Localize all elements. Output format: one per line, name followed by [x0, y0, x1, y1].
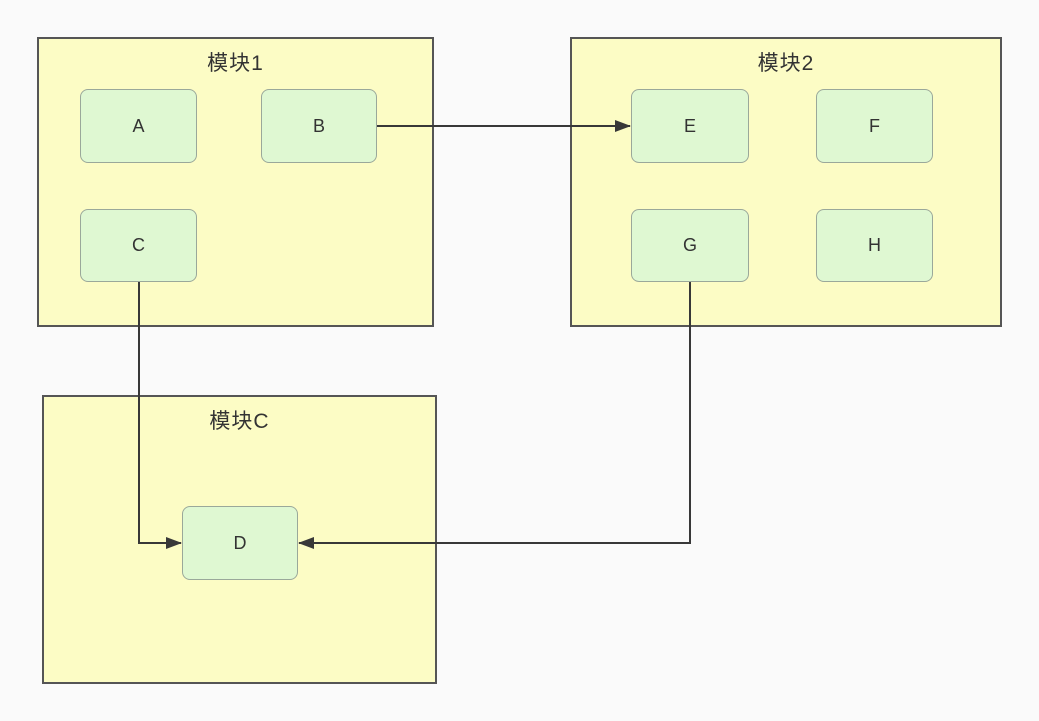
module-c-title: 模块C	[209, 410, 270, 433]
node-d-label: D	[233, 532, 247, 553]
node-h: H	[816, 209, 933, 282]
node-e: E	[631, 89, 749, 163]
module-2-title: 模块2	[757, 52, 815, 75]
node-d: D	[182, 506, 298, 580]
node-b-label: B	[312, 115, 325, 136]
module-1-container: 模块1	[37, 37, 434, 327]
node-c-label: C	[132, 235, 145, 255]
node-g: G	[631, 209, 749, 282]
node-f-label: F	[869, 115, 880, 136]
module-1-title: 模块1	[207, 52, 264, 75]
node-a-label: A	[132, 115, 145, 136]
module-2-container: 模块2	[570, 37, 1002, 327]
node-a: A	[80, 89, 197, 163]
node-f: F	[816, 89, 933, 163]
node-g-label: G	[682, 235, 697, 255]
node-h-label: H	[868, 235, 881, 255]
node-b: B	[261, 89, 377, 163]
node-e-label: E	[683, 115, 696, 136]
node-c: C	[80, 209, 197, 282]
